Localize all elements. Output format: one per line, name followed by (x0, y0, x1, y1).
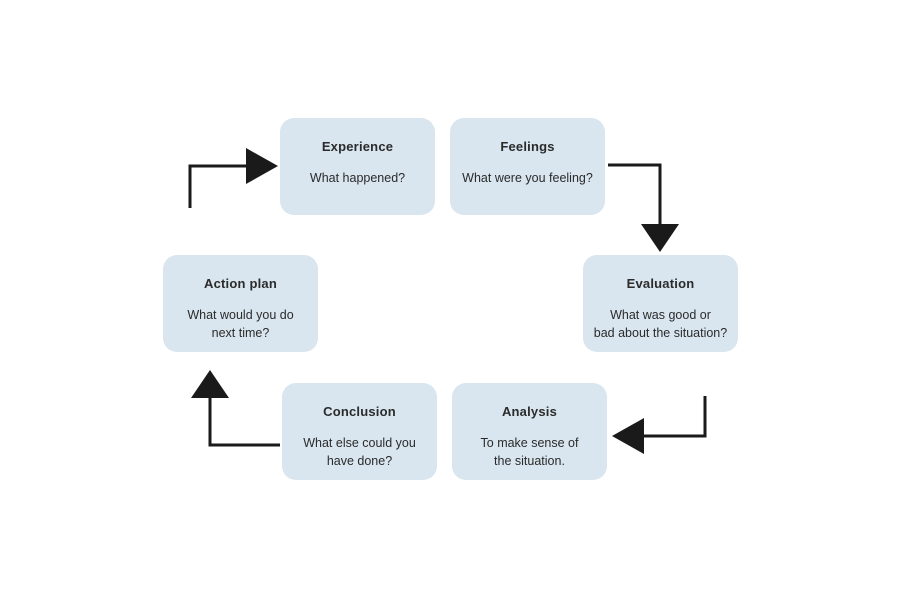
arrow-feelings-to-evaluation-icon (608, 163, 679, 252)
box-evaluation-body: What was good or bad about the situation… (593, 308, 728, 341)
box-action-plan-body: What would you do next time? (187, 308, 294, 341)
box-analysis: Analysis To make sense of the situation. (452, 383, 607, 480)
box-conclusion-body: What else could you have done? (303, 436, 416, 469)
box-conclusion: Conclusion What else could you have done… (282, 383, 437, 480)
box-analysis-heading: Analysis (501, 404, 558, 419)
box-experience-body: What happened? (309, 171, 406, 185)
box-experience-heading: Experience (321, 139, 394, 154)
box-evaluation: Evaluation What was good or bad about th… (583, 255, 738, 352)
box-feelings: Feelings What were you feeling? (450, 118, 605, 215)
box-feelings-body: What were you feeling? (462, 171, 593, 185)
arrow-into-experience-icon (188, 148, 278, 208)
box-action-plan: Action plan What would you do next time? (163, 255, 318, 352)
box-feelings-heading: Feelings (500, 139, 555, 154)
arrow-into-analysis-icon (612, 396, 707, 454)
box-action-plan-heading: Action plan (204, 276, 277, 291)
box-evaluation-heading: Evaluation (626, 276, 695, 291)
arrow-conclusion-to-action-plan-icon (191, 370, 280, 447)
box-experience: Experience What happened? (280, 118, 435, 215)
box-conclusion-heading: Conclusion (323, 404, 396, 419)
box-analysis-body: To make sense of the situation. (480, 436, 579, 469)
